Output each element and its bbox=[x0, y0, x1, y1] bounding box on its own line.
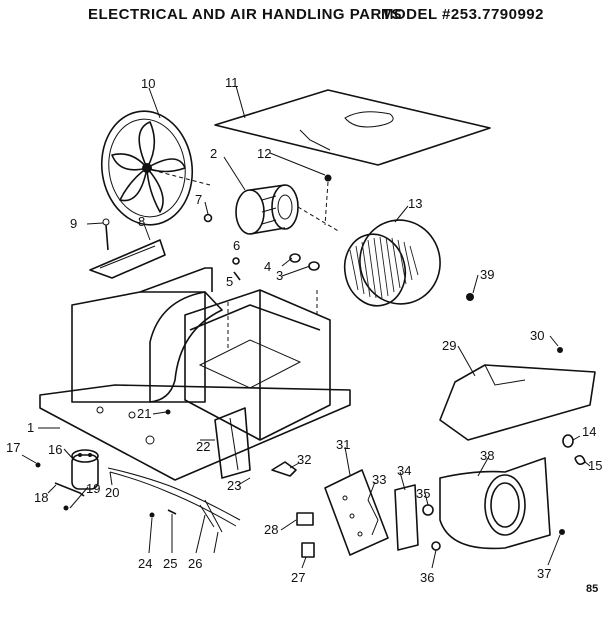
callout-36: 36 bbox=[420, 570, 434, 585]
bolt-5 bbox=[233, 271, 241, 281]
blower-housing bbox=[439, 457, 551, 550]
callout-34: 34 bbox=[397, 463, 411, 478]
callout-37: 37 bbox=[537, 566, 551, 581]
blower-shroud bbox=[439, 364, 596, 441]
screw-17 bbox=[35, 462, 41, 468]
callout-17: 17 bbox=[6, 440, 20, 455]
fan-clip bbox=[102, 218, 110, 251]
screw-30 bbox=[557, 347, 563, 353]
callout-23: 23 bbox=[227, 478, 241, 493]
diagram-title: ELECTRICAL AND AIR HANDLING PARTS bbox=[88, 6, 402, 23]
screw-12 bbox=[324, 174, 332, 182]
callout-35: 35 bbox=[416, 486, 430, 501]
callout-10: 10 bbox=[141, 76, 155, 91]
capacitor-strap bbox=[54, 482, 85, 497]
callout-14: 14 bbox=[582, 424, 596, 439]
screw-39 bbox=[466, 293, 474, 301]
callout-13: 13 bbox=[408, 196, 422, 211]
fan-motor bbox=[235, 184, 341, 235]
callout-26: 26 bbox=[188, 556, 202, 571]
callout-30: 30 bbox=[530, 328, 544, 343]
callout-4: 4 bbox=[264, 259, 271, 274]
callout-39: 39 bbox=[480, 267, 494, 282]
control-bracket bbox=[324, 469, 389, 556]
callout-21: 21 bbox=[137, 406, 151, 421]
callout-29: 29 bbox=[442, 338, 456, 353]
callout-2: 2 bbox=[210, 146, 217, 161]
capacitor bbox=[71, 449, 99, 490]
callout-32: 32 bbox=[297, 452, 311, 467]
callout-27: 27 bbox=[291, 570, 305, 585]
blower-wheel bbox=[343, 219, 441, 307]
callout-7: 7 bbox=[195, 192, 202, 207]
diagram-title-bar: ELECTRICAL AND AIR HANDLING PARTS MODEL … bbox=[0, 4, 608, 26]
mounting-plate-34 bbox=[394, 484, 419, 551]
callout-38: 38 bbox=[480, 448, 494, 463]
callout-9: 9 bbox=[70, 216, 77, 231]
callout-labels: 10 11 2 12 13 7 9 8 6 4 5 3 39 30 29 21 … bbox=[6, 75, 602, 595]
center-brace bbox=[214, 407, 251, 479]
callout-5: 5 bbox=[226, 274, 233, 289]
wire-harness bbox=[107, 467, 241, 533]
corner-code: 85 bbox=[586, 583, 598, 595]
callout-1: 1 bbox=[27, 420, 34, 435]
base-pan bbox=[39, 384, 351, 481]
callout-11: 11 bbox=[225, 75, 239, 90]
switch-28 bbox=[296, 512, 314, 526]
knob-27 bbox=[301, 542, 315, 558]
callout-19: 19 bbox=[86, 481, 100, 496]
callout-12: 12 bbox=[257, 146, 271, 161]
callout-25: 25 bbox=[163, 556, 177, 571]
callout-16: 16 bbox=[48, 442, 62, 457]
callout-28: 28 bbox=[264, 522, 278, 537]
callout-15: 15 bbox=[588, 458, 602, 473]
bushing-14 bbox=[562, 434, 574, 448]
callout-31: 31 bbox=[336, 437, 350, 452]
switch-32 bbox=[271, 461, 297, 477]
screw-37 bbox=[559, 529, 565, 535]
callout-33: 33 bbox=[372, 472, 386, 487]
terminal-24 bbox=[149, 512, 155, 518]
callout-22: 22 bbox=[196, 439, 210, 454]
callout-6: 6 bbox=[233, 238, 240, 253]
callout-8: 8 bbox=[138, 214, 145, 229]
callout-24: 24 bbox=[138, 556, 152, 571]
fastener-21 bbox=[165, 409, 171, 415]
callout-3: 3 bbox=[276, 268, 283, 283]
leader-lines bbox=[21, 85, 591, 569]
model-number: MODEL #253.7790992 bbox=[381, 6, 544, 23]
fan-bracket bbox=[89, 239, 166, 279]
hardware-4 bbox=[289, 253, 301, 263]
top-cover-plate bbox=[214, 89, 491, 166]
washer-7 bbox=[203, 213, 213, 223]
evaporator-housing bbox=[71, 267, 331, 441]
wire-33 bbox=[367, 499, 379, 536]
nut-6 bbox=[232, 257, 240, 265]
nut-35 bbox=[422, 504, 434, 516]
clip-15 bbox=[574, 454, 586, 466]
hardware-3 bbox=[308, 261, 320, 271]
screw-19 bbox=[63, 505, 69, 511]
nut-36 bbox=[431, 541, 441, 551]
callout-18: 18 bbox=[34, 490, 48, 505]
fan-blade bbox=[100, 110, 211, 226]
terminal-25 bbox=[167, 509, 177, 515]
callout-20: 20 bbox=[105, 485, 119, 500]
